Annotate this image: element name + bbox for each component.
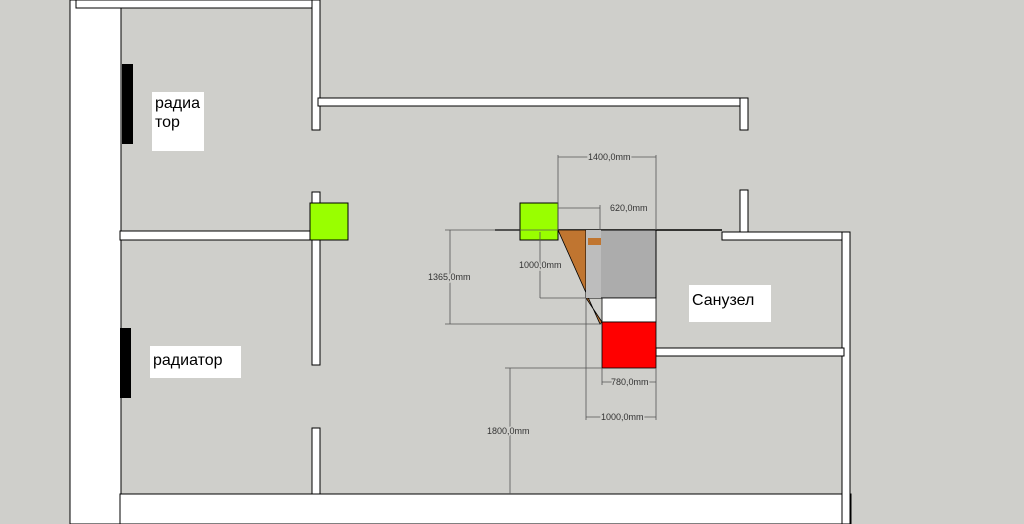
red-fixture [601,321,657,369]
bathroom-right-wall [841,231,851,524]
radiator-top [122,64,133,144]
left-rooms-divider [119,230,315,241]
bathroom-top-wall [721,231,851,241]
dim-1365: 1365,0mm [428,272,471,282]
column-right [519,202,559,241]
wall-vertical-upper [311,0,321,131]
dim-620: 620,0mm [610,203,648,213]
radiator-label-top-line1: радиа [155,95,200,112]
dim-1400: 1400,0mm [588,152,631,162]
wall-vertical-middle [311,191,321,366]
wall-vertical-lower [311,427,321,495]
radiator-label-top-line2: тор [155,114,180,131]
bathroom-label: Санузел [689,285,771,322]
radiator-bottom [120,328,131,398]
orange-fixture [557,229,603,325]
radiator-label-top: радиа тор [152,92,204,151]
top-wall-hall [317,97,749,107]
column-left [309,202,349,241]
bathroom-bottom-wall [655,347,845,357]
outer-left-wall [69,0,122,524]
dim-1000-horizontal: 1000,0mm [601,412,644,422]
gray-fixture-strip [586,230,601,298]
dim-1800: 1800,0mm [487,426,530,436]
dim-780: 780,0mm [611,377,649,387]
right-wall-mid [739,189,749,233]
top-wall-left-room [75,0,321,9]
orange-small-bar [588,238,601,245]
dim-1000-vertical: 1000,0mm [519,260,562,270]
right-wall-upper [739,97,749,131]
radiator-label-bottom: радиатор [150,346,241,378]
white-fixture [601,297,657,323]
bottom-wall [119,493,852,524]
